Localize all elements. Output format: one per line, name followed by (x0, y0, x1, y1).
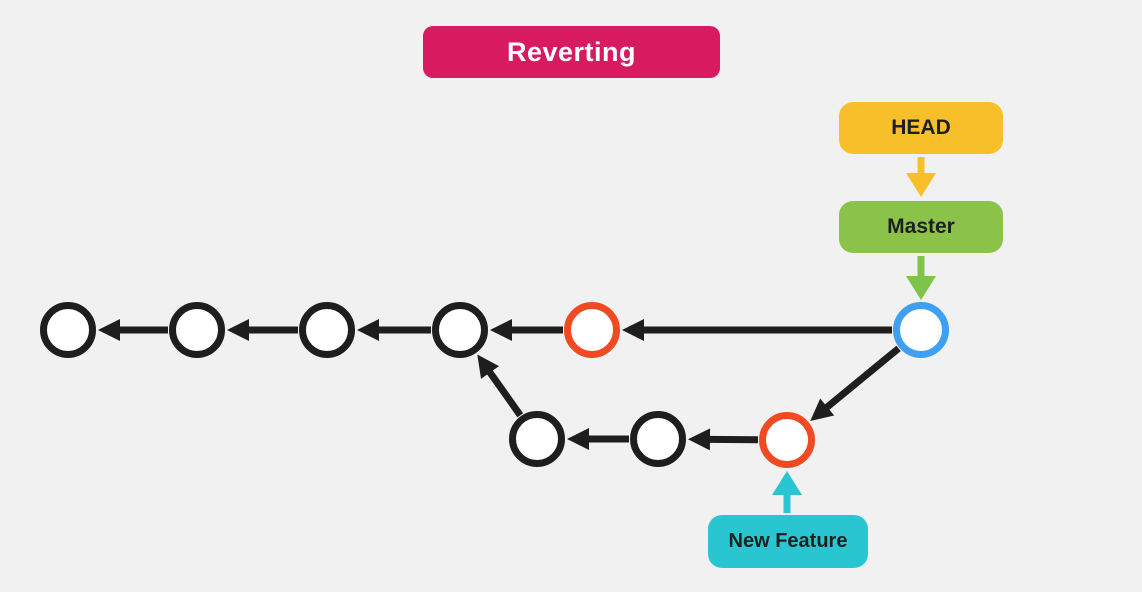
new-feature-badge: New Feature (708, 515, 868, 568)
commit-node-fr (759, 412, 815, 468)
commit-edge-f1-m4-arrowhead-icon (477, 354, 499, 379)
title-badge: Reverting (423, 26, 720, 78)
commit-edge-m4-m3-arrowhead-icon (357, 319, 379, 341)
commit-edge-fr-f2-arrowhead-icon (687, 428, 711, 451)
master-to-commit-arrow-arrowhead-icon (906, 276, 936, 300)
commit-node-r1 (564, 302, 620, 358)
commit-node-m1 (40, 302, 96, 358)
commit-edge-m3-m2-arrowhead-icon (227, 319, 249, 341)
commit-edge-f2-f1-arrowhead-icon (567, 428, 589, 450)
head-badge: HEAD (839, 102, 1003, 154)
commit-node-m3 (299, 302, 355, 358)
commit-node-m2 (169, 302, 225, 358)
commit-edge-f1-m4-line (485, 368, 524, 418)
master-badge: Master (839, 201, 1003, 253)
commit-node-h1 (893, 302, 949, 358)
new-feature-to-commit-arrow-arrowhead-icon (772, 471, 802, 495)
commit-edge-m2-m1-arrowhead-icon (98, 319, 120, 341)
commit-edge-h1-r1-arrowhead-icon (622, 319, 644, 341)
commit-edge-h1-fr-line (823, 345, 901, 411)
commit-edge-r1-m4-arrowhead-icon (490, 319, 512, 341)
commit-edge-h1-fr-arrowhead-icon (810, 398, 835, 421)
commit-node-m4 (432, 302, 488, 358)
commit-node-f2 (630, 411, 686, 467)
head-to-master-arrow-arrowhead-icon (906, 173, 936, 197)
commit-node-f1 (509, 411, 565, 467)
